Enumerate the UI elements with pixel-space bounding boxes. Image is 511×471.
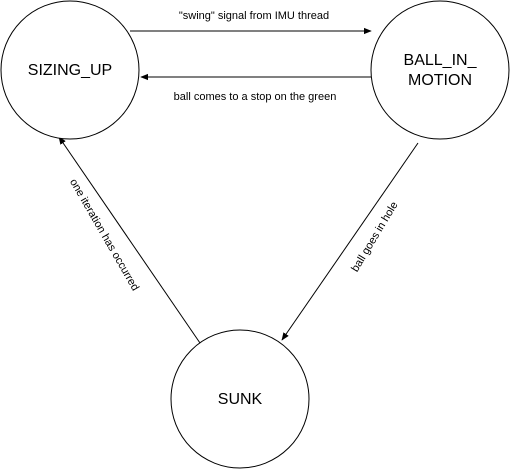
state-ball-in-motion: BALL_IN_ MOTION [370,0,510,140]
state-ball-in-motion-label-line2: MOTION [408,72,472,89]
state-sunk-circle [170,329,310,469]
edge-hole-label: ball goes in hole [349,200,400,274]
state-sizing-up: SIZING_UP [0,0,140,140]
edge-swing-label: "swing" signal from IMU thread [179,10,329,22]
state-sunk: SUNK [170,329,310,469]
state-ball-in-motion-circle [370,0,510,140]
state-sunk-label: SUNK [218,391,263,408]
state-ball-in-motion-label-line1: BALL_IN_ [404,52,478,69]
edge-stop-label: ball comes to a stop on the green [174,91,337,103]
edge-iteration-label: one iteration has occurred [67,177,141,293]
edge-hole-arrow [281,142,419,341]
edge-iteration-arrow [58,136,201,344]
state-sizing-up-circle [0,0,140,140]
state-sizing-up-label: SIZING_UP [28,62,112,79]
